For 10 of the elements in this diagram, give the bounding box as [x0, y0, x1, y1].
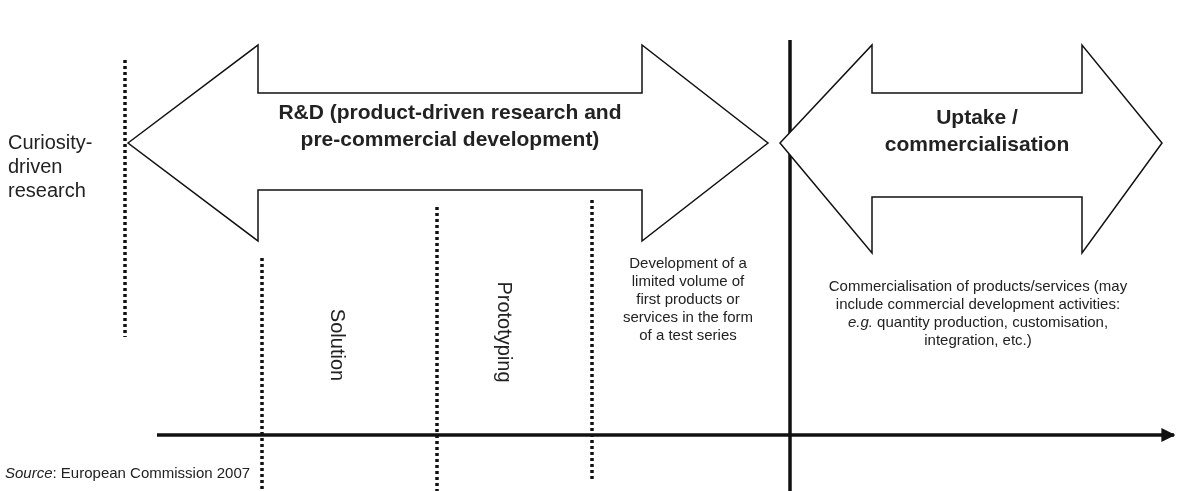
double-arrow-shape [128, 45, 768, 241]
arrow-label: Uptake / commercialisation [883, 104, 1071, 158]
double-arrow-shape [780, 45, 1162, 253]
stage-description: Development of a limited volume of first products or services in the form of a test series [621, 254, 754, 344]
arrow-label: R&D (product-driven research and pre-commercial development) [277, 99, 623, 153]
stage-label: Curiosity-driven research [8, 130, 94, 202]
stage-description: Commercialisation of products/services (may include commercial development activities: e.g. quantity production, customisation, integration, etc.) [828, 277, 1128, 349]
stage-label: Solution [326, 308, 350, 382]
stage-label: Prototyping [493, 281, 517, 383]
source-note: Source: European Commission 2007 [5, 464, 252, 482]
